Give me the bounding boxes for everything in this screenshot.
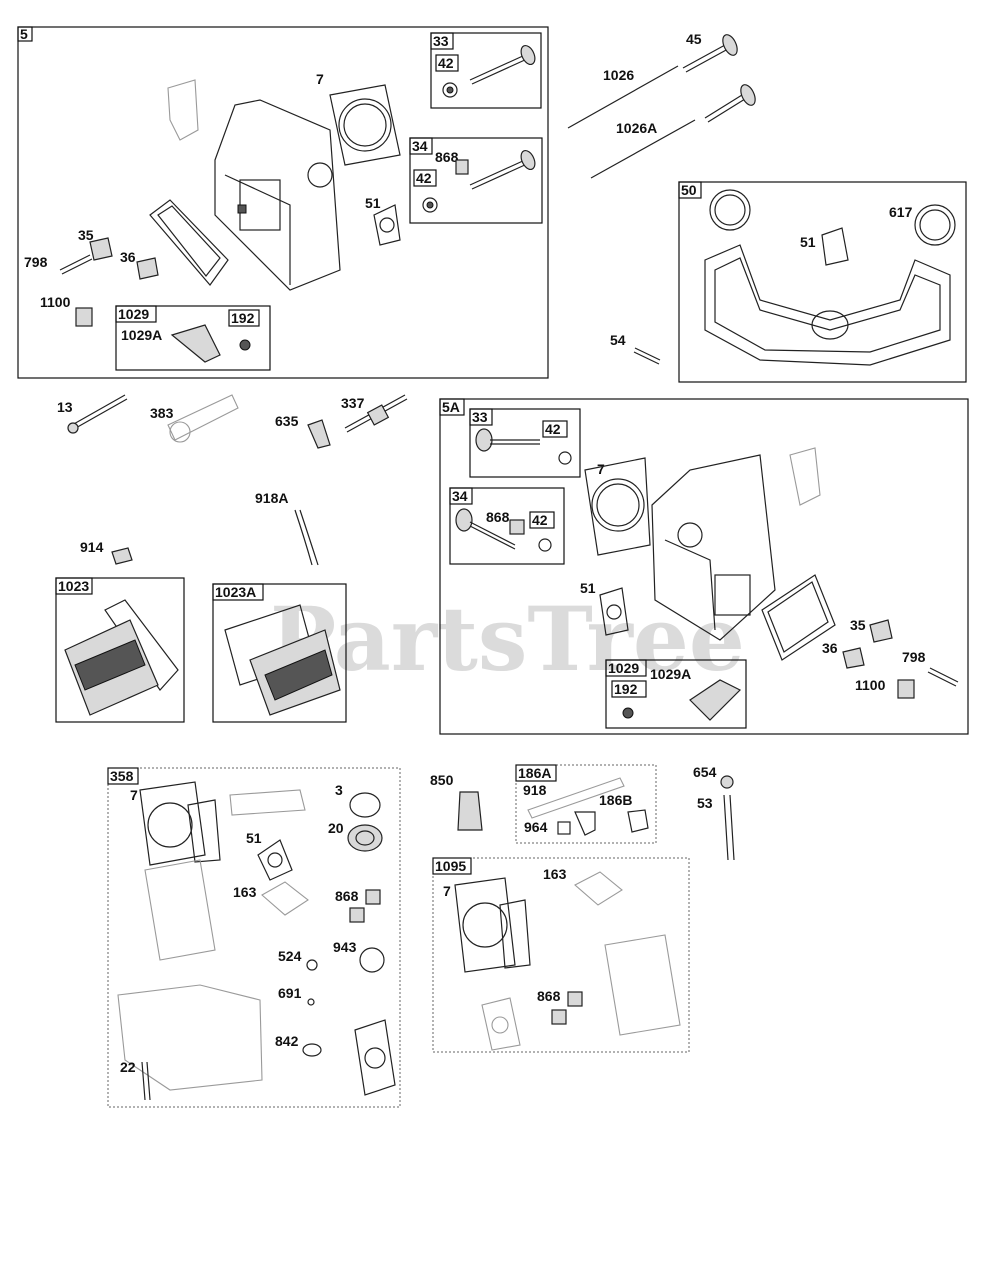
- part-label-691: 691: [278, 985, 302, 1001]
- part-label-617: 617: [889, 204, 913, 220]
- part-label-918: 918: [523, 782, 547, 798]
- part-label-163: 163: [233, 884, 257, 900]
- part-label-868: 868: [486, 509, 510, 525]
- group-tag-358: 358: [110, 768, 134, 784]
- part-label-22: 22: [120, 1059, 136, 1075]
- part-label-1026A: 1026A: [616, 120, 657, 136]
- part-label-20: 20: [328, 820, 344, 836]
- group-tag-1029: 1029: [118, 306, 149, 322]
- group-5-cylinder-head-assembly: 5 33 42 34 868 42 7: [17, 26, 549, 379]
- part-label-36: 36: [120, 249, 136, 265]
- part-label-524: 524: [278, 948, 302, 964]
- group-1023A-rocker-cover: 1023A: [212, 583, 347, 723]
- part-label-1029A: 1029A: [650, 666, 691, 682]
- group-tag-192: 192: [231, 310, 255, 326]
- group-1023-rocker-cover: 1023: [55, 577, 185, 723]
- part-label-850: 850: [430, 772, 454, 788]
- bolt-13: [71, 394, 128, 430]
- part-label-1100: 1100: [855, 677, 886, 693]
- part-label-7: 7: [443, 883, 451, 899]
- group-tag-192: 192: [614, 681, 638, 697]
- group-tag-42: 42: [532, 512, 548, 528]
- group-tag-34: 34: [412, 138, 428, 154]
- group-tag-5: 5: [20, 26, 28, 42]
- nut-654: [720, 775, 734, 789]
- part-label-868: 868: [537, 988, 561, 1004]
- group-tag-42: 42: [438, 55, 454, 71]
- part-label-36: 36: [822, 640, 838, 656]
- group-tag-1095: 1095: [435, 858, 466, 874]
- part-label-51: 51: [365, 195, 381, 211]
- part-label-964: 964: [524, 819, 548, 835]
- part-label-7: 7: [597, 461, 605, 477]
- part-label-51: 51: [580, 580, 596, 596]
- part-label-186B: 186B: [599, 792, 632, 808]
- group-tag-1023: 1023: [58, 578, 89, 594]
- part-label-3: 3: [335, 782, 343, 798]
- part-label-1100: 1100: [40, 294, 71, 310]
- part-label-35: 35: [850, 617, 866, 633]
- group-tag-186A: 186A: [518, 765, 551, 781]
- part-label-868: 868: [435, 149, 459, 165]
- part-label-842: 842: [275, 1033, 299, 1049]
- group-1095-gasket-set: 1095 7 163 868: [432, 857, 690, 1053]
- group-tag-42: 42: [416, 170, 432, 186]
- part-label-54: 54: [610, 332, 626, 348]
- group-tag-1029: 1029: [608, 660, 639, 676]
- push-rod-1026: [567, 65, 679, 129]
- part-label-163: 163: [543, 866, 567, 882]
- part-label-51: 51: [800, 234, 816, 250]
- boot-635: [307, 419, 331, 449]
- part-label-7: 7: [130, 787, 138, 803]
- hose-918A: [294, 509, 319, 566]
- part-label-13: 13: [57, 399, 73, 415]
- group-tag-33: 33: [472, 409, 488, 425]
- group-tag-33: 33: [433, 33, 449, 49]
- part-label-914: 914: [80, 539, 104, 555]
- part-label-45: 45: [686, 31, 702, 47]
- group-tag-42: 42: [545, 421, 561, 437]
- part-label-918A: 918A: [255, 490, 288, 506]
- group-186A-breather: 186A 918 186B 964: [515, 764, 657, 844]
- group-tag-34: 34: [452, 488, 468, 504]
- part-label-654: 654: [693, 764, 717, 780]
- part-label-51: 51: [246, 830, 262, 846]
- part-label-798: 798: [902, 649, 926, 665]
- stud-53: [723, 794, 735, 861]
- screw-914: [111, 547, 133, 565]
- sealant-tube-850: [457, 791, 483, 831]
- group-tag-1023A: 1023A: [215, 584, 256, 600]
- part-label-798: 798: [24, 254, 48, 270]
- group-50-intake-manifold: 50 617 51: [678, 181, 967, 383]
- bolt-54: [633, 347, 661, 365]
- part-label-35: 35: [78, 227, 94, 243]
- part-label-53: 53: [697, 795, 713, 811]
- valve-45: [682, 44, 729, 73]
- group-358-gasket-set: 358 7 3 20 51 163 868 943 524 691 842 22: [107, 767, 401, 1108]
- part-label-7: 7: [316, 71, 324, 87]
- watermark: PartsTree: [270, 587, 745, 691]
- group-5A-cylinder-head-assembly: 5A 33 42 34 868 42 7 51 35 36: [439, 398, 969, 735]
- group-tag-50: 50: [681, 182, 697, 198]
- group-tag-5A: 5A: [442, 399, 460, 415]
- part-label-635: 635: [275, 413, 299, 429]
- part-label-1029A: 1029A: [121, 327, 162, 343]
- part-label-383: 383: [150, 405, 174, 421]
- part-label-1026: 1026: [603, 67, 634, 83]
- part-label-337: 337: [341, 395, 365, 411]
- part-383: [167, 394, 239, 441]
- part-label-868: 868: [335, 888, 359, 904]
- part-label-943: 943: [333, 939, 357, 955]
